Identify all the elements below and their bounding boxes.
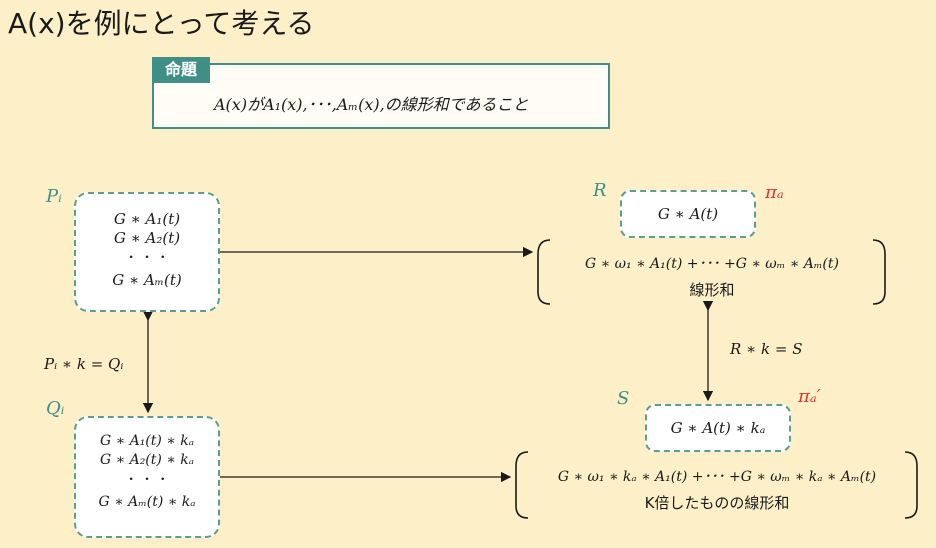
box-s: G ∗ A(t) ∗ kₐ [645, 404, 791, 452]
sum-top-text: G ∗ ω₁ ∗ A₁(t) +･･･ +G ∗ ωₘ ∗ Aₘ(t) [585, 256, 839, 272]
relation-r-s: R ∗ k = S [730, 340, 803, 358]
box-q: G ∗ A₁(t) ∗ kₐ G ∗ A₂(t) ∗ kₐ ・ ・ ・ G ∗ … [74, 416, 220, 538]
p-line-4: G ∗ Aₘ(t) [112, 271, 182, 289]
p-line-3: ・ ・ ・ [125, 250, 169, 264]
label-s: S [617, 388, 630, 409]
sum-top-caption: 線形和 [689, 281, 735, 299]
paren-right-bottom [904, 451, 918, 519]
label-q: Qᵢ [46, 398, 65, 419]
p-line-1: G ∗ A₁(t) [113, 210, 181, 228]
label-p: Pᵢ [46, 186, 62, 207]
sum-bottom-text: G ∗ ω₁ ∗ kₐ ∗ A₁(t) +･･･ +G ∗ ωₘ ∗ kₐ ∗ … [557, 469, 877, 485]
q-line-4: G ∗ Aₘ(t) ∗ kₐ [98, 494, 196, 510]
label-pi-a-prime: πₐ′ [798, 386, 821, 407]
relation-p-q: Pᵢ ∗ k = Qᵢ [44, 355, 124, 373]
p-line-2: G ∗ A₂(t) [113, 229, 181, 247]
r-text: G ∗ A(t) [657, 205, 719, 223]
proposition-tag: 命題 [152, 57, 210, 83]
box-p: G ∗ A₁(t) G ∗ A₂(t) ・ ・ ・ G ∗ Aₘ(t) [74, 192, 220, 312]
paren-left-bottom [515, 451, 529, 519]
paren-right-top [872, 239, 886, 305]
proposition-box [152, 63, 610, 129]
q-line-2: G ∗ A₂(t) ∗ kₐ [99, 452, 195, 468]
s-text: G ∗ A(t) ∗ kₐ [670, 419, 766, 437]
label-r: R [593, 180, 607, 201]
q-line-3: ・ ・ ・ [125, 472, 169, 486]
page-title: A(x)を例にとって考える [8, 7, 315, 40]
proposition-text: A(x)がA₁(x),･･･,Aₘ(x),の線形和であること [214, 95, 529, 114]
label-pi-a: πₐ [765, 182, 784, 203]
box-r: G ∗ A(t) [620, 190, 756, 238]
sum-bottom-caption: K倍したものの線形和 [644, 494, 790, 512]
q-line-1: G ∗ A₁(t) ∗ kₐ [99, 433, 195, 449]
paren-left-top [537, 239, 551, 305]
